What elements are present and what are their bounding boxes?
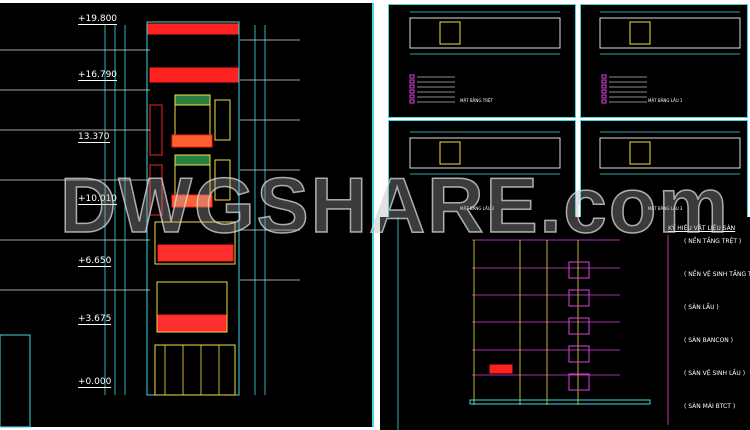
level-mark: +6.650 [78,256,112,267]
line [629,21,651,45]
plan-title: MẶT BẰNG TRỆT [460,98,493,103]
legend-item: ( SÀN VỆ SINH LẦU ) [684,370,746,377]
line [409,84,415,89]
line [409,94,415,99]
line [409,74,415,79]
line [0,334,31,428]
plan-title: MẶT BẰNG LẦU 3 [648,206,683,211]
plan-panel-3 [388,120,576,218]
line [601,79,607,84]
line [154,344,236,396]
line [214,99,231,141]
level-mark: 13.370 [78,132,110,143]
legend-item: ( SÀN MÁI BTCT ) [684,403,736,410]
legend-item: ( SÀN LẦU ) [684,304,719,311]
line [154,221,236,265]
legend-item: ( SÀN BANCON ) [684,337,734,344]
line [157,314,227,332]
line [439,21,461,45]
line [174,104,211,136]
watermark: DWGSHARE.com [59,160,730,250]
line [568,261,590,279]
line [599,137,741,169]
line [439,141,461,165]
level-mark: +3.675 [78,314,112,325]
level-mark: +16.790 [78,70,118,81]
line [601,99,607,104]
line [409,137,561,169]
line [409,79,415,84]
line [157,244,234,262]
plan-panel-2 [580,4,748,118]
plan-panel-1 [388,4,576,118]
line [409,17,561,49]
line [171,194,213,208]
level-mark: +10.010 [78,194,118,205]
line [601,84,607,89]
line [568,317,590,335]
line [149,104,163,156]
legend-item: ( NỀN VỆ SINH TẦNG TRỆT ) [684,271,750,278]
plan-title: MẶT BẰNG LẦU 1 [648,98,683,103]
line [147,23,239,35]
line [489,364,513,374]
line [601,89,607,94]
level-mark: +19.800 [78,14,118,25]
plan-title: MẶT BẰNG LẦU 2 [460,206,495,211]
line [149,67,239,83]
legend-title: KÝ HIỆU VẬT LIỆU SÀN [668,225,736,232]
line [601,74,607,79]
line [568,373,590,391]
line [469,399,651,405]
line [568,289,590,307]
line [171,134,213,148]
section-panel [380,217,750,430]
line [601,94,607,99]
line [214,159,231,201]
line [174,94,211,106]
line [409,89,415,94]
legend-item: ( NỀN TẦNG TRỆT ) [684,238,742,245]
line [629,141,651,165]
line [156,281,228,333]
line [568,345,590,363]
line [409,99,415,104]
line [149,164,163,216]
line [599,17,741,49]
level-mark: +0.000 [78,377,112,388]
